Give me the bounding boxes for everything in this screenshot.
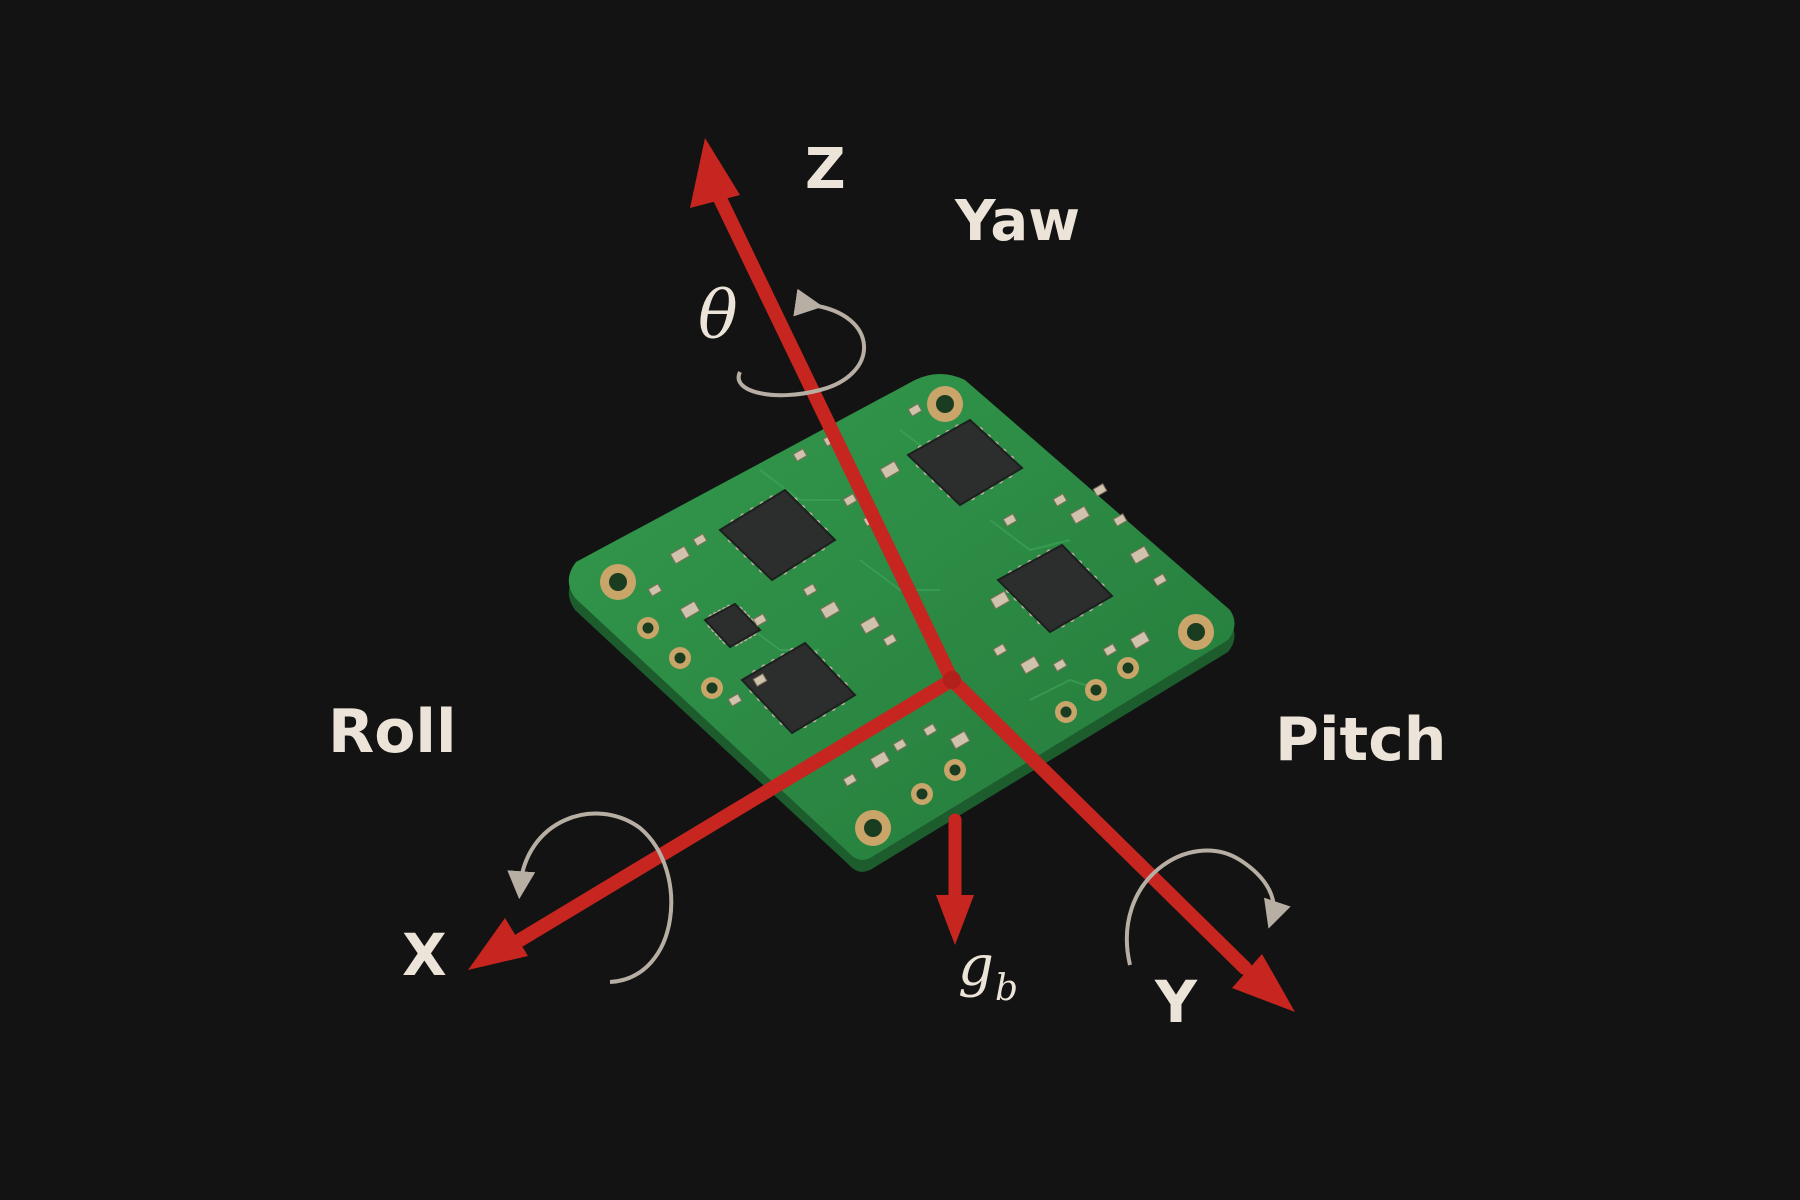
pad-hole (1060, 706, 1072, 718)
smd-component (922, 723, 938, 737)
roll-rotation-arrow-icon (507, 811, 674, 984)
smd-component (949, 730, 971, 750)
gravity-arrowhead-icon (936, 895, 974, 945)
smd-component (1092, 483, 1108, 497)
smd-component (1069, 505, 1091, 525)
smd-component (1129, 630, 1151, 650)
z-axis-label: Z (805, 137, 846, 202)
gravity-subscript: b (995, 968, 1018, 1009)
smd-component (859, 615, 881, 635)
smd-component (752, 613, 768, 627)
pad-hole (642, 622, 654, 634)
ic-chip (740, 641, 857, 735)
theta-label: θ (698, 277, 738, 354)
pad-hole (916, 788, 928, 800)
z-axis-shaft (705, 175, 959, 687)
yaw-rotation-arrow-icon (736, 288, 866, 398)
smd-component (879, 460, 901, 480)
pad-hole (1187, 623, 1205, 641)
smd-component (1019, 655, 1041, 675)
y-axis-label: Y (1154, 968, 1198, 1036)
smd-component (1002, 513, 1018, 527)
ic-chip (996, 543, 1114, 634)
ic-chip (906, 418, 1024, 507)
pitch-rotation-arrow-icon (1124, 848, 1291, 966)
smd-component (1129, 545, 1151, 565)
smd-component (802, 583, 818, 597)
pad-hole (949, 764, 961, 776)
axes (468, 138, 1295, 1012)
z-axis-arrowhead-icon (690, 138, 740, 208)
smd-component (1102, 643, 1118, 657)
axes-origin (943, 671, 961, 689)
y-axis-shaft (945, 673, 1252, 975)
smd-component (727, 693, 743, 707)
smd-component (752, 673, 768, 687)
smd-component (669, 545, 691, 565)
yaw-label: Yaw (954, 189, 1080, 254)
x-axis-label: X (402, 921, 447, 989)
smd-component (869, 750, 891, 770)
gravity-label: g (958, 934, 994, 999)
x-axis-shaft (513, 673, 959, 947)
pad-hole (706, 682, 718, 694)
pad-hole (936, 395, 954, 413)
smd-component (692, 533, 708, 547)
pcb-trace (859, 559, 940, 591)
ic-chip (703, 602, 762, 649)
smd-component (842, 493, 858, 507)
smd-component (1052, 658, 1068, 672)
y-axis-arrowhead-icon (1232, 954, 1295, 1012)
smd-component (992, 643, 1008, 657)
smd-component (989, 590, 1011, 610)
pcb-top (568, 374, 1235, 860)
pad-hole (1090, 684, 1102, 696)
roll-label: Roll (328, 697, 457, 767)
pad-hole (864, 819, 882, 837)
smd-component (907, 403, 923, 417)
pcb-trace (759, 469, 840, 501)
pcb-chips (703, 418, 1114, 735)
smd-component (842, 773, 858, 787)
smd-component (792, 448, 808, 462)
gravity-vector (936, 813, 974, 945)
smd-component (882, 633, 898, 647)
pitch-label: Pitch (1275, 705, 1447, 775)
ic-chip (718, 488, 837, 582)
pad-hole (1122, 662, 1134, 674)
smd-component (1112, 513, 1128, 527)
smd-component (892, 738, 908, 752)
pcb-trace (989, 519, 1071, 552)
smd-component (647, 583, 663, 597)
smd-component (679, 600, 701, 620)
pcb-pads (600, 386, 1214, 846)
pad-hole (674, 652, 686, 664)
x-axis-arrowhead-icon (468, 918, 528, 970)
smd-component (819, 600, 841, 620)
pcb-board (568, 374, 1235, 872)
smd-component (1052, 493, 1068, 507)
pad-hole (609, 573, 627, 591)
smd-component (1152, 573, 1168, 587)
